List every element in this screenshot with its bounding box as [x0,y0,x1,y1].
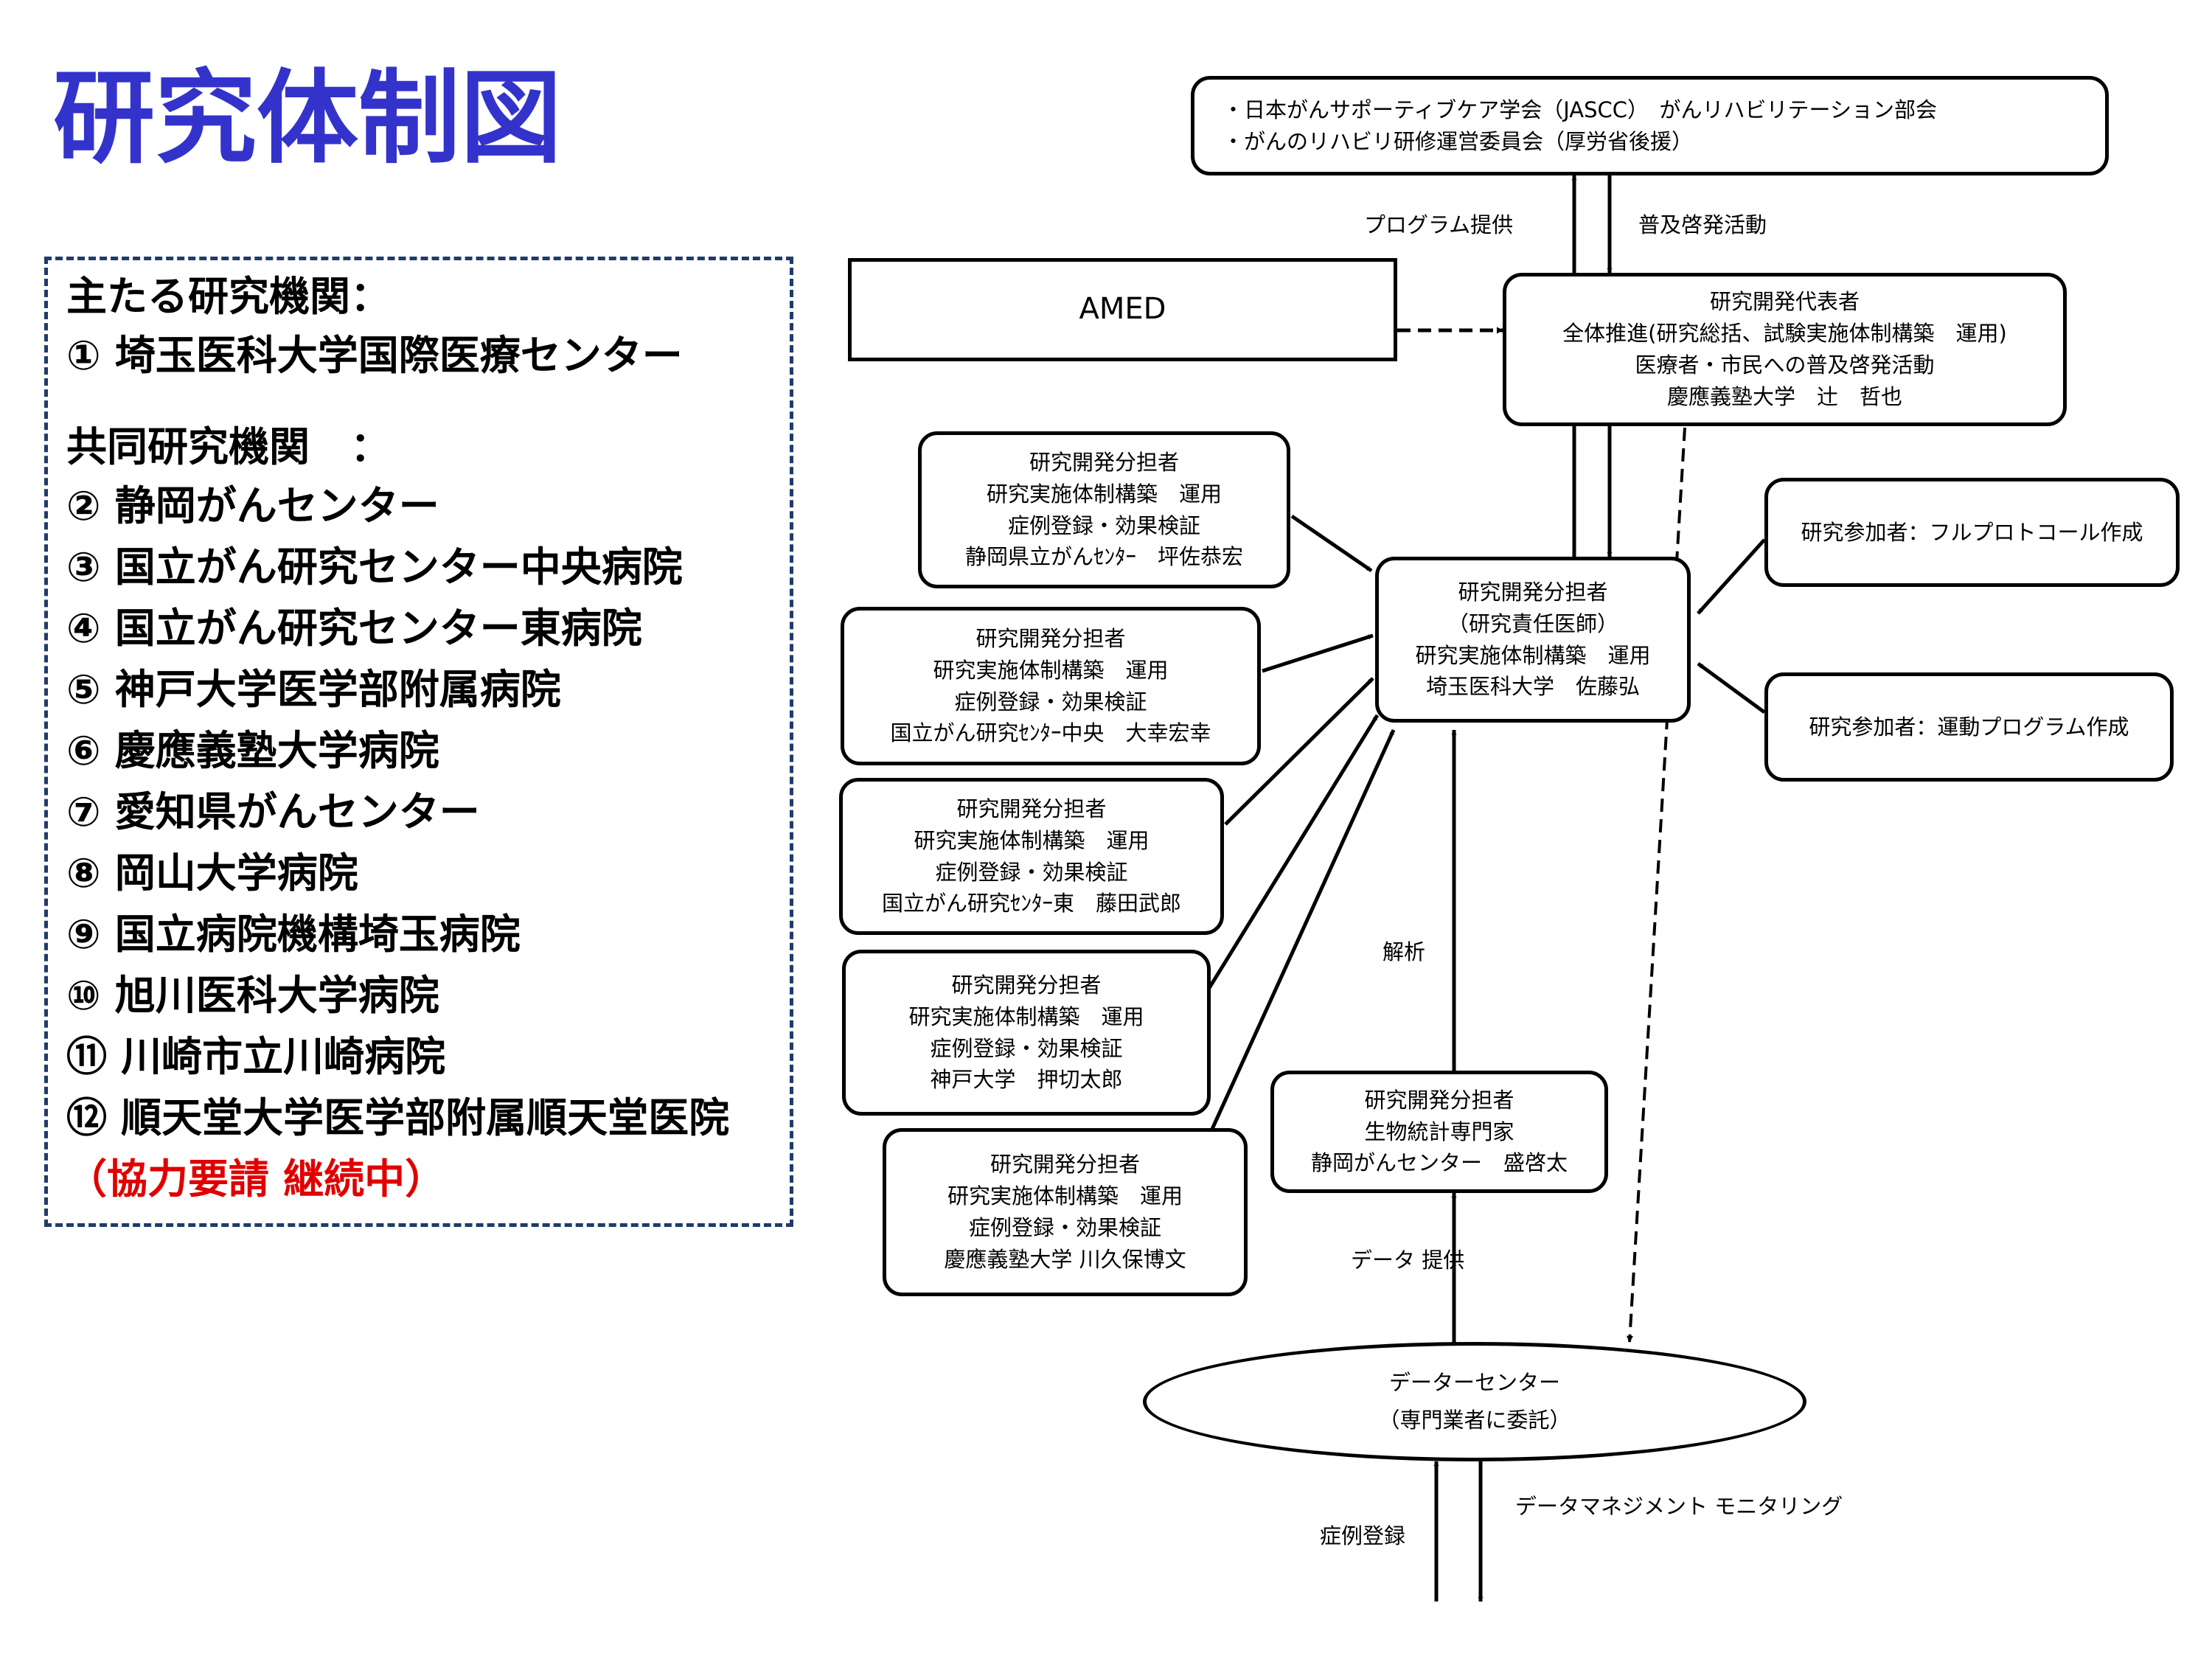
main-institution-heading: 主たる研究機関： [66,273,392,320]
institutions-panel [44,257,793,1227]
sub-investigator-box: 研究開発分担者 研究実施体制構築 運用 症例登録・効果検証 静岡県立がんｾﾝﾀｰ… [918,431,1290,588]
sub-investigator-box: 研究開発分担者 研究実施体制構築 運用 症例登録・効果検証 国立がん研究ｾﾝﾀｰ… [839,778,1224,935]
participant-label: 研究参加者：運動プログラム作成 [1809,714,2129,740]
amed-box: AMED [848,258,1397,361]
sub-investigator-line: 症例登録・効果検証 [968,1215,1161,1240]
joint-institution-item: ⑤ 神戸大学医学部附属病院 [66,666,561,713]
sub-investigator-box: 研究開発分担者 研究実施体制構築 運用 症例登録・効果検証 神戸大学 押切太郎 [842,950,1211,1116]
jascc-line: ・がんのリハビリ研修運営委員会（厚労省後援） [1222,128,1694,154]
participant-box: 研究参加者：運動プログラム作成 [1764,672,2174,782]
sub-investigator-line: 国立がん研究ｾﾝﾀｰ中央 大幸宏幸 [890,720,1211,746]
participant-label: 研究参加者：フルプロトコール作成 [1801,519,2143,545]
sub-investigator-line: 神戸大学 押切太郎 [930,1067,1123,1093]
central-line: （研究責任医師） [1447,611,1618,636]
arrow-participant-2-central [1697,661,1766,714]
sub-investigator-line: 研究開発分担者 [990,1152,1140,1178]
label-data-management: データマネジメント モニタリング [1515,1491,1843,1522]
central-line: 研究開発分担者 [1458,579,1608,605]
sub-investigator-line: 症例登録・効果検証 [954,689,1147,714]
label-case-registration: 症例登録 [1320,1523,1406,1548]
joint-institution-item: ⑫ 順天堂大学医学部附属順天堂医院 [66,1094,730,1141]
sub-investigator-line: 慶應義塾大学 川久保博文 [944,1246,1186,1272]
representative-line: 全体推進(研究総括、試験実施体制構築 運用) [1562,321,2007,347]
sub-investigator-line: 研究開発分担者 [1029,449,1179,475]
joint-institution-heading: 共同研究機関 ： [66,423,392,470]
main-institution-item: ① 埼玉医科大学国際医療センター [66,332,683,379]
sub-investigator-box: 研究開発分担者 研究実施体制構築 運用 症例登録・効果検証 慶應義塾大学 川久保… [883,1128,1248,1296]
label-data-provision-line: データ [1351,1248,1416,1273]
representative-line: 研究開発代表者 [1709,289,1860,315]
label-data-provision: データ 提供 [1351,1245,1464,1276]
biostat-box: 研究開発分担者 生物統計専門家 静岡がんセンター 盛啓太 [1270,1071,1608,1193]
sub-investigator-line: 症例登録・効果検証 [935,859,1128,885]
biostat-line: 静岡がんセンター 盛啓太 [1310,1150,1568,1176]
arrow-sub-1-central [1290,514,1373,573]
data-center-ellipse: データーセンター （専門業者に委託） [1143,1342,1806,1461]
sub-investigator-line: 研究実施体制構築 運用 [933,657,1169,683]
central-line: 埼玉医科大学 佐藤弘 [1425,674,1640,700]
joint-institution-item: ⑧ 岡山大学病院 [66,849,358,897]
joint-institution-item: ⑥ 慶應義塾大学病院 [66,727,439,774]
central-line: 研究実施体制構築 運用 [1415,642,1651,668]
label-data-management-line: データマネジメント [1515,1494,1708,1519]
sub-investigator-line: 研究実施体制構築 運用 [908,1004,1144,1029]
sub-investigator-line: 研究開発分担者 [956,796,1107,821]
participant-box: 研究参加者：フルプロトコール作成 [1764,478,2180,587]
joint-institution-item: ⑪ 川崎市立川崎病院 [66,1033,446,1080]
sub-investigator-line: 研究実施体制構築 運用 [986,481,1222,507]
data-center-line: （専門業者に委託） [1378,1408,1571,1433]
arrow-sub-2-central [1262,633,1374,673]
amed-label: AMED [1079,292,1166,327]
sub-investigator-line: 研究実施体制構築 運用 [914,827,1150,853]
sub-investigator-line: 研究実施体制構築 運用 [947,1183,1183,1209]
sub-investigator-line: 国立がん研究ｾﾝﾀｰ東 藤田武郎 [881,891,1181,917]
biostat-line: 生物統計専門家 [1364,1119,1514,1144]
joint-institution-item: ⑦ 愛知県がんセンター [66,788,480,835]
joint-institution-item: ③ 国立がん研究センター中央病院 [66,543,683,591]
arrow-sub-3-central [1224,677,1374,826]
data-center-line: データーセンター [1388,1370,1560,1396]
jascc-box: ・日本がんサポーティブケア学会（JASCC） がんリハビリテーション部会 ・がん… [1191,76,2109,175]
label-analysis: 解析 [1382,939,1426,964]
sub-investigator-line: 症例登録・効果検証 [1007,512,1200,538]
sub-investigator-line: 研究開発分担者 [975,625,1126,651]
arrow-sub-5-central [1207,728,1396,1137]
representative-line: 慶應義塾大学 辻 哲也 [1666,383,1902,409]
joint-institution-item: ② 静岡がんセンター [66,482,439,529]
cooperation-note: （協力要請 継続中） [66,1155,446,1203]
joint-institution-item: ⑩ 旭川医科大学病院 [66,972,439,1019]
label-dissemination: 普及啓発活動 [1638,212,1767,237]
arrow-sub-4-central [1207,714,1380,990]
page-title: 研究体制図 [53,59,563,178]
biostat-line: 研究開発分担者 [1364,1087,1514,1113]
representative-box: 研究開発代表者 全体推進(研究総括、試験実施体制構築 運用) 医療者・市民への普… [1503,273,2067,426]
label-program: プログラム提供 [1364,212,1514,237]
sub-investigator-line: 研究開発分担者 [951,972,1102,998]
sub-investigator-line: 症例登録・効果検証 [930,1035,1123,1061]
jascc-line: ・日本がんサポーティブケア学会（JASCC） がんリハビリテーション部会 [1222,97,1937,122]
label-data-provision-line: 提供 [1422,1248,1465,1273]
joint-institution-item: ④ 国立がん研究センター東病院 [66,605,642,652]
sub-investigator-box: 研究開発分担者 研究実施体制構築 運用 症例登録・効果検証 国立がん研究ｾﾝﾀｰ… [841,607,1261,765]
joint-institution-item: ⑨ 国立病院機構埼玉病院 [66,911,521,958]
label-data-management-line: モニタリング [1714,1494,1843,1519]
representative-line: 医療者・市民への普及啓発活動 [1635,352,1935,378]
central-investigator-box: 研究開発分担者 （研究責任医師） 研究実施体制構築 運用 埼玉医科大学 佐藤弘 [1375,557,1691,723]
arrow-participant-1-central [1697,538,1766,615]
sub-investigator-line: 静岡県立がんｾﾝﾀｰ 坪佐恭宏 [964,544,1243,570]
